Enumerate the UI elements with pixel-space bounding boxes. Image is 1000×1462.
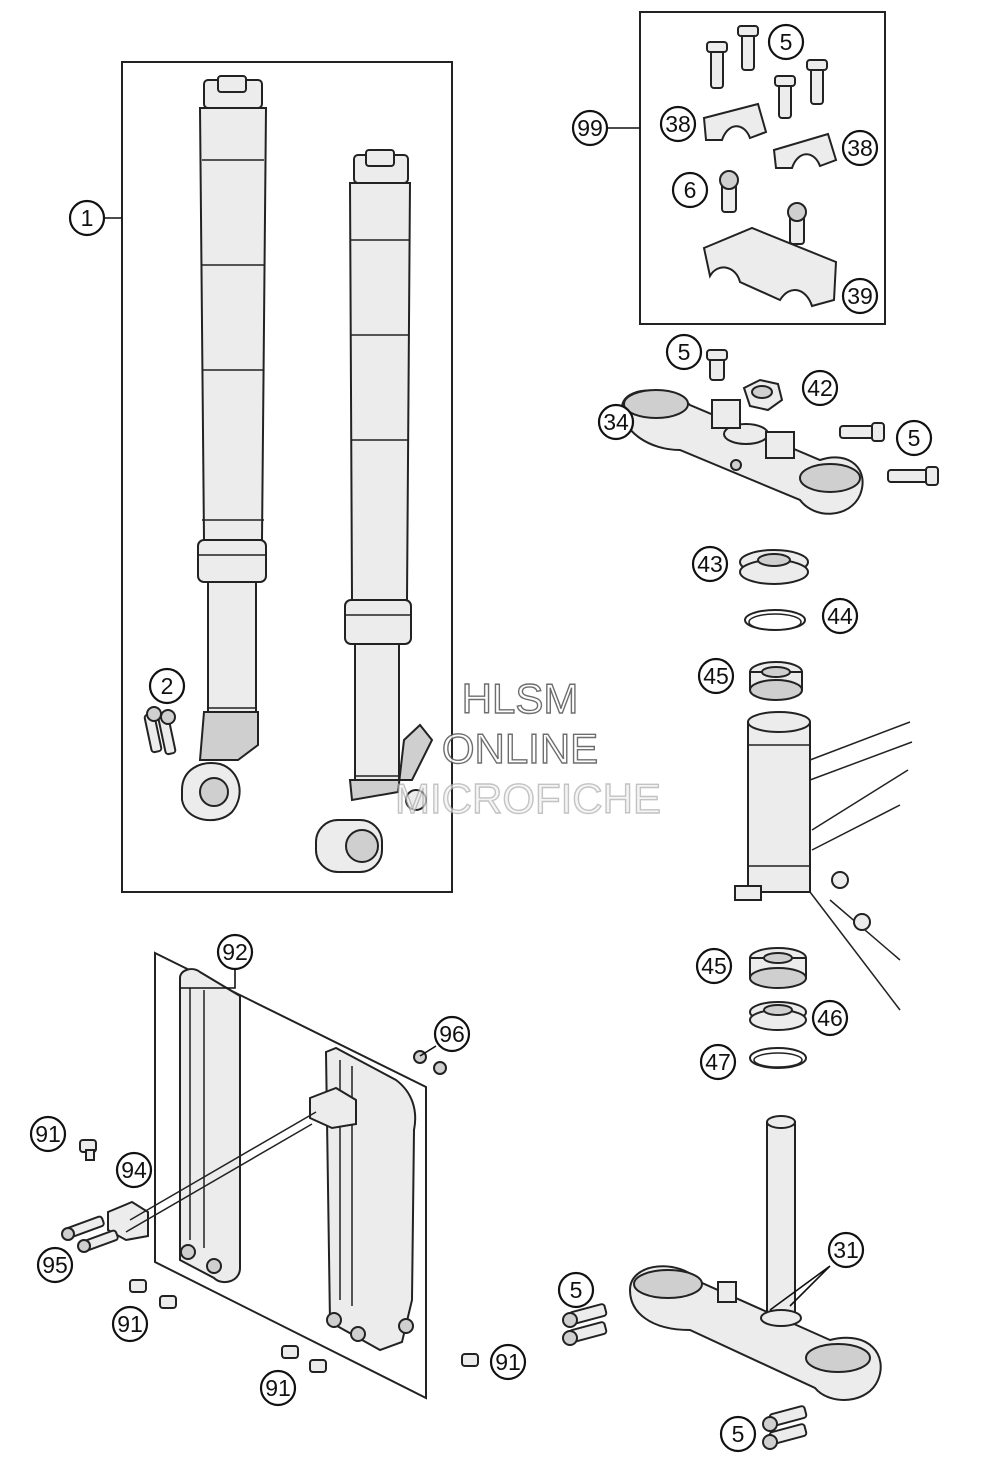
- callout-95[interactable]: 95: [36, 1246, 74, 1284]
- callout-label: 44: [827, 603, 853, 629]
- callout-5[interactable]: 5: [665, 333, 703, 371]
- callout-91[interactable]: 91: [259, 1369, 297, 1407]
- callout-5[interactable]: 5: [895, 419, 933, 457]
- upper-triple-clamp[interactable]: [620, 389, 864, 515]
- callout-label: 39: [847, 283, 873, 309]
- callout-label: 31: [833, 1237, 859, 1263]
- seal-46[interactable]: [749, 1001, 807, 1031]
- fork-leg-left[interactable]: [181, 75, 268, 822]
- callout-96[interactable]: 96: [433, 1015, 471, 1053]
- clamp-kit-frame: [639, 11, 886, 325]
- callout-1[interactable]: 1: [68, 199, 106, 237]
- callout-label: 34: [603, 409, 629, 435]
- callout-91[interactable]: 91: [489, 1343, 527, 1381]
- callout-label: 2: [161, 673, 174, 699]
- callout-91[interactable]: 91: [111, 1305, 149, 1343]
- fork-group-frame: [121, 61, 453, 893]
- callout-38[interactable]: 38: [841, 129, 879, 167]
- guard-bolts-95[interactable]: [61, 1215, 119, 1253]
- clamp-lower[interactable]: [702, 226, 838, 308]
- callout-label: 46: [817, 1005, 843, 1031]
- callout-91[interactable]: 91: [29, 1115, 67, 1153]
- guard-clamp-94[interactable]: [107, 1086, 357, 1242]
- callout-5[interactable]: 5: [767, 23, 805, 61]
- callout-47[interactable]: 47: [699, 1043, 737, 1081]
- clamp-bolts[interactable]: [706, 25, 828, 119]
- callout-45[interactable]: 45: [697, 657, 735, 695]
- leader-lines: [103, 127, 831, 1311]
- o-ring-47[interactable]: [749, 1047, 807, 1069]
- callout-99[interactable]: 99: [571, 109, 609, 147]
- callout-label: 6: [684, 177, 697, 203]
- clamp-bolt-6[interactable]: [719, 170, 807, 245]
- lower-clamp-bolts-left[interactable]: [562, 1303, 608, 1346]
- callout-label: 5: [570, 1277, 583, 1303]
- callout-label: 5: [780, 29, 793, 55]
- callout-42[interactable]: 42: [801, 369, 839, 407]
- callout-5[interactable]: 5: [557, 1271, 595, 1309]
- guard-nuts-96[interactable]: [413, 1050, 447, 1075]
- callout-label: 47: [705, 1049, 731, 1075]
- callout-label: 5: [732, 1421, 745, 1447]
- dust-cover-43[interactable]: [739, 549, 809, 585]
- watermark: HLSM ONLINE MICROFICHE: [394, 674, 661, 822]
- callout-label: 99: [577, 115, 603, 141]
- frame-head-tube: [734, 711, 913, 1011]
- callout-31[interactable]: 31: [827, 1231, 865, 1269]
- callout-92[interactable]: 92: [216, 933, 254, 971]
- callout-label: 5: [678, 339, 691, 365]
- callout-label: 94: [121, 1157, 147, 1183]
- callout-label: 45: [701, 953, 727, 979]
- callout-45[interactable]: 45: [695, 947, 733, 985]
- callout-label: 91: [117, 1311, 143, 1337]
- upper-clamp-bolts-side[interactable]: [839, 422, 939, 486]
- stem-nut-42[interactable]: [742, 378, 784, 412]
- callout-label: 91: [495, 1349, 521, 1375]
- callout-label: 92: [222, 939, 248, 965]
- bearing-45-upper[interactable]: [749, 661, 803, 701]
- callout-38[interactable]: 38: [659, 105, 697, 143]
- fork-guard-frame: [154, 951, 427, 1400]
- callout-label: 45: [703, 663, 729, 689]
- clamp-upper-right[interactable]: [772, 132, 838, 169]
- callout-label: 1: [81, 205, 94, 231]
- callout-46[interactable]: 46: [811, 999, 849, 1037]
- callout-label: 91: [265, 1375, 291, 1401]
- callout-5[interactable]: 5: [719, 1415, 757, 1453]
- guard-screws-91[interactable]: [79, 1139, 479, 1373]
- callout-43[interactable]: 43: [691, 545, 729, 583]
- callout-6[interactable]: 6: [671, 171, 709, 209]
- callout-44[interactable]: 44: [821, 597, 859, 635]
- callout-94[interactable]: 94: [115, 1151, 153, 1189]
- callout-2[interactable]: 2: [148, 667, 186, 705]
- lower-clamp-bolts-right[interactable]: [762, 1405, 808, 1450]
- fork-leg-right[interactable]: [315, 149, 434, 873]
- lower-triple-clamp[interactable]: [628, 1115, 882, 1401]
- clamp-upper-left[interactable]: [702, 102, 768, 141]
- callout-label: 91: [35, 1121, 61, 1147]
- watermark-line-1: HLSM: [462, 675, 579, 722]
- watermark-line-3: MICROFICHE: [395, 775, 661, 822]
- upper-clamp-bolt-top[interactable]: [706, 349, 728, 381]
- callout-34[interactable]: 34: [597, 403, 635, 441]
- callout-label: 38: [847, 135, 873, 161]
- bearing-45-lower[interactable]: [749, 947, 807, 989]
- callout-label: 5: [908, 425, 921, 451]
- callout-label: 38: [665, 111, 691, 137]
- callout-label: 42: [807, 375, 833, 401]
- callout-39[interactable]: 39: [841, 277, 879, 315]
- fork-guard-left[interactable]: [179, 968, 241, 1284]
- callout-label: 96: [439, 1021, 465, 1047]
- watermark-line-2: ONLINE: [442, 725, 598, 772]
- callout-label: 95: [42, 1252, 68, 1278]
- callout-label: 43: [697, 551, 723, 577]
- o-ring-44[interactable]: [744, 609, 806, 631]
- fork-bolts[interactable]: [143, 706, 177, 756]
